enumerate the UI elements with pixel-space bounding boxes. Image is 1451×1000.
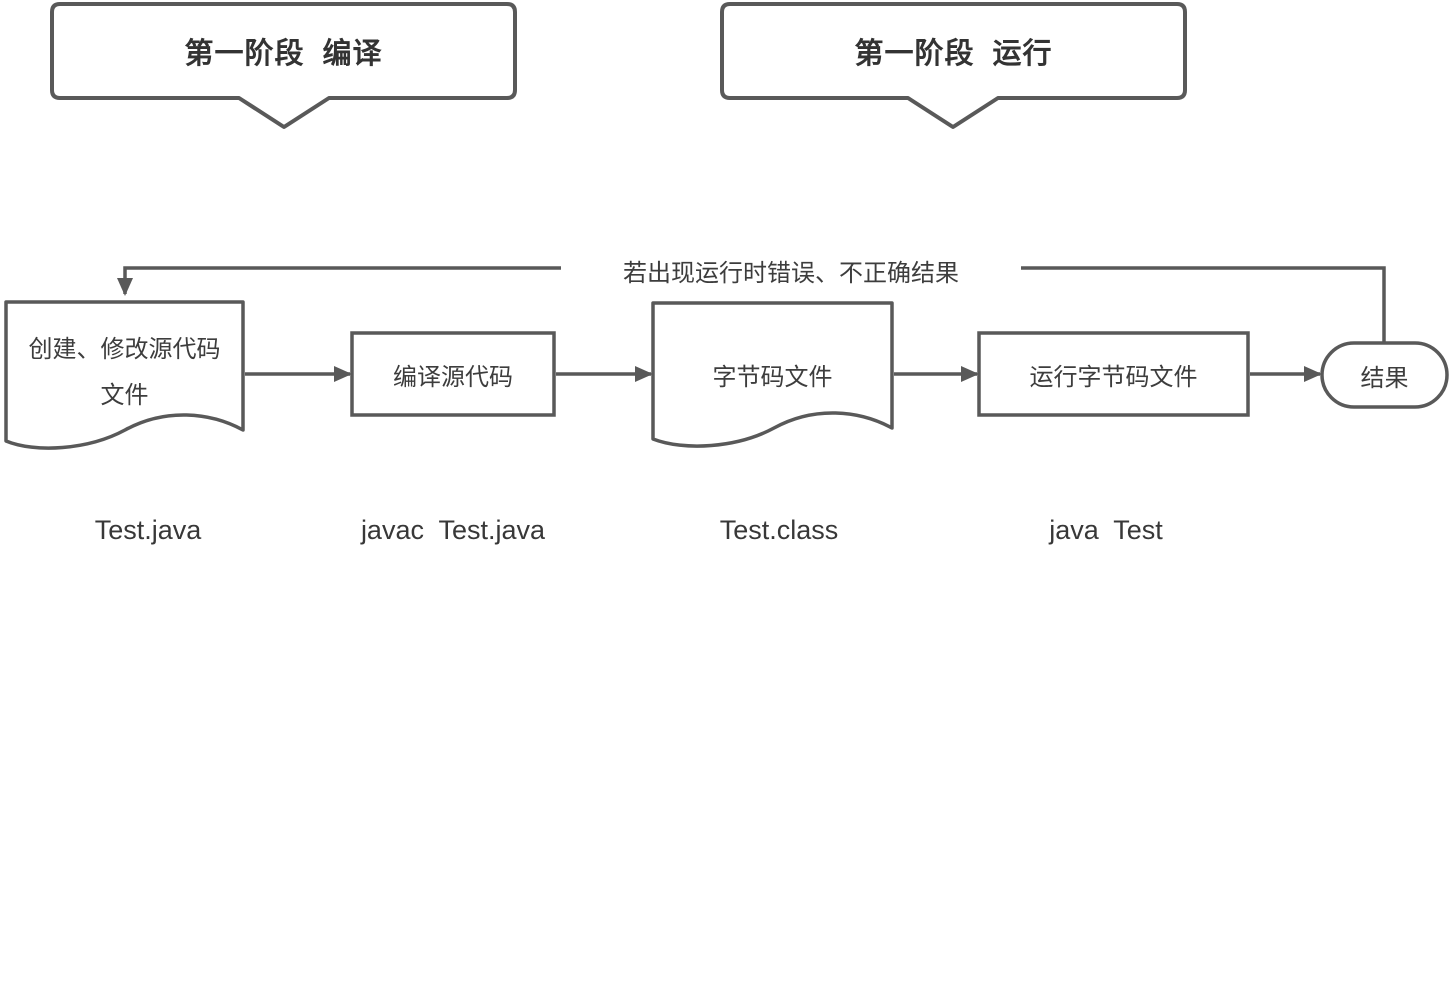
- caption-test-java: Test.java: [94, 514, 202, 545]
- result-terminator-label: 结果: [1360, 364, 1409, 392]
- banner-compile-label: 第一阶段 编译: [184, 37, 383, 70]
- bytecode-document-shape: [651, 301, 894, 448]
- source-document-label-line1: 创建、修改源代码: [28, 336, 221, 363]
- result-terminator-shape: [1320, 341, 1449, 409]
- source-document-shape: [4, 300, 245, 450]
- source-document-label: 创建、修改源代码 文件: [6, 318, 243, 428]
- feedback-arrow-label: 若出现运行时错误、不正确结果: [561, 250, 1021, 290]
- run-process-label: 运行字节码文件: [1029, 363, 1198, 391]
- banner-run-label: 第一阶段 运行: [854, 37, 1053, 70]
- banner-run-shape: [720, 2, 1187, 129]
- banner-compile-shape: [50, 2, 517, 129]
- caption-java-test: java Test: [1049, 514, 1163, 545]
- compile-process-shape: [350, 331, 556, 417]
- bytecode-document-label: 字节码文件: [712, 363, 833, 391]
- run-process-shape: [977, 331, 1250, 417]
- compile-process-label: 编译源代码: [393, 363, 513, 391]
- caption-test-class: Test.class: [719, 514, 839, 545]
- caption-javac-test-java: javac Test.java: [360, 514, 546, 545]
- source-document-label-line2: 文件: [100, 382, 149, 409]
